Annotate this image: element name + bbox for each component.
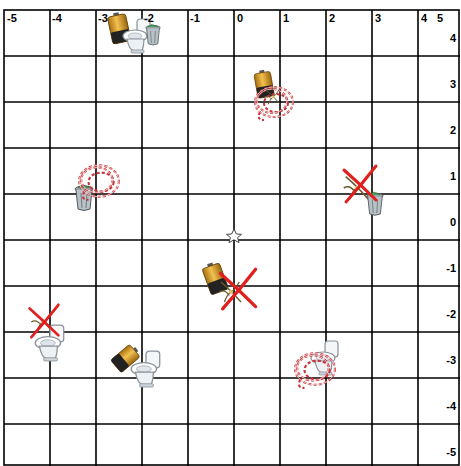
y-axis-number: -3	[446, 354, 456, 367]
y-axis-number: 0	[450, 216, 456, 229]
item-group	[253, 69, 293, 120]
x-axis-number: -3	[98, 12, 108, 25]
x-axis-number: -2	[144, 12, 154, 25]
item-group	[295, 341, 338, 388]
y-axis-number: -5	[446, 446, 456, 459]
y-axis-number: 3	[450, 78, 456, 91]
item-group	[30, 305, 64, 361]
x-axis-number: 1	[283, 12, 289, 25]
item-group	[107, 11, 160, 53]
y-axis-number: 1	[450, 170, 456, 183]
x-axis-number: -5	[7, 12, 17, 25]
x-axis-number: 3	[375, 12, 381, 25]
x-axis-number: -1	[190, 12, 200, 25]
y-axis-number: 2	[450, 124, 456, 137]
x-axis-number: -4	[52, 12, 62, 25]
y-axis-number: -4	[446, 400, 456, 413]
y-axis-number: 4	[450, 32, 456, 45]
grid-lines	[4, 10, 460, 466]
x-axis-number: 0	[237, 12, 243, 25]
item-group	[201, 260, 256, 309]
item-group	[344, 166, 383, 215]
y-axis-number: -2	[446, 308, 456, 321]
x-axis-number: 5	[437, 12, 443, 25]
item-group	[111, 343, 160, 387]
y-axis-number: -1	[446, 262, 456, 275]
origin-star	[227, 229, 242, 243]
x-axis-number: 4	[421, 12, 427, 25]
x-axis-number: 2	[329, 12, 335, 25]
item-group	[75, 165, 119, 210]
